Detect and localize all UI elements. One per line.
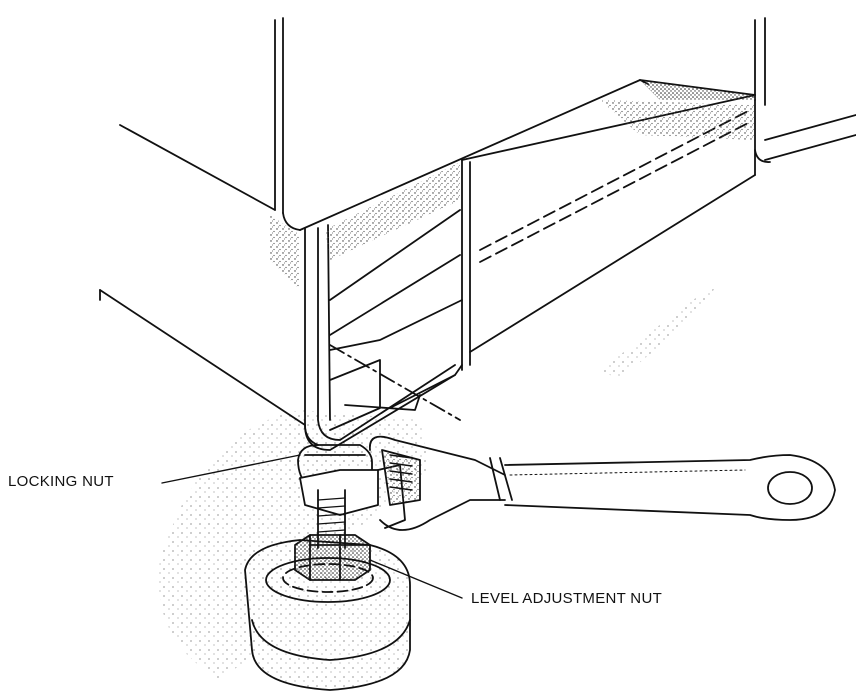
cabinet-upper-left-edge bbox=[119, 124, 276, 211]
cabinet-underside-shading bbox=[270, 215, 300, 290]
foot-pad bbox=[244, 539, 411, 691]
locking-nut-leader bbox=[161, 454, 301, 484]
locking-nut-label: LOCKING NUT bbox=[8, 473, 114, 490]
wrench bbox=[299, 435, 836, 531]
level-adjustment-nut-label: LEVEL ADJUSTMENT NUT bbox=[471, 590, 663, 607]
cabinet-lower-left-face bbox=[99, 289, 306, 426]
cabinet-front-bottom-edge bbox=[299, 79, 756, 231]
level-nut-leader bbox=[369, 559, 463, 599]
